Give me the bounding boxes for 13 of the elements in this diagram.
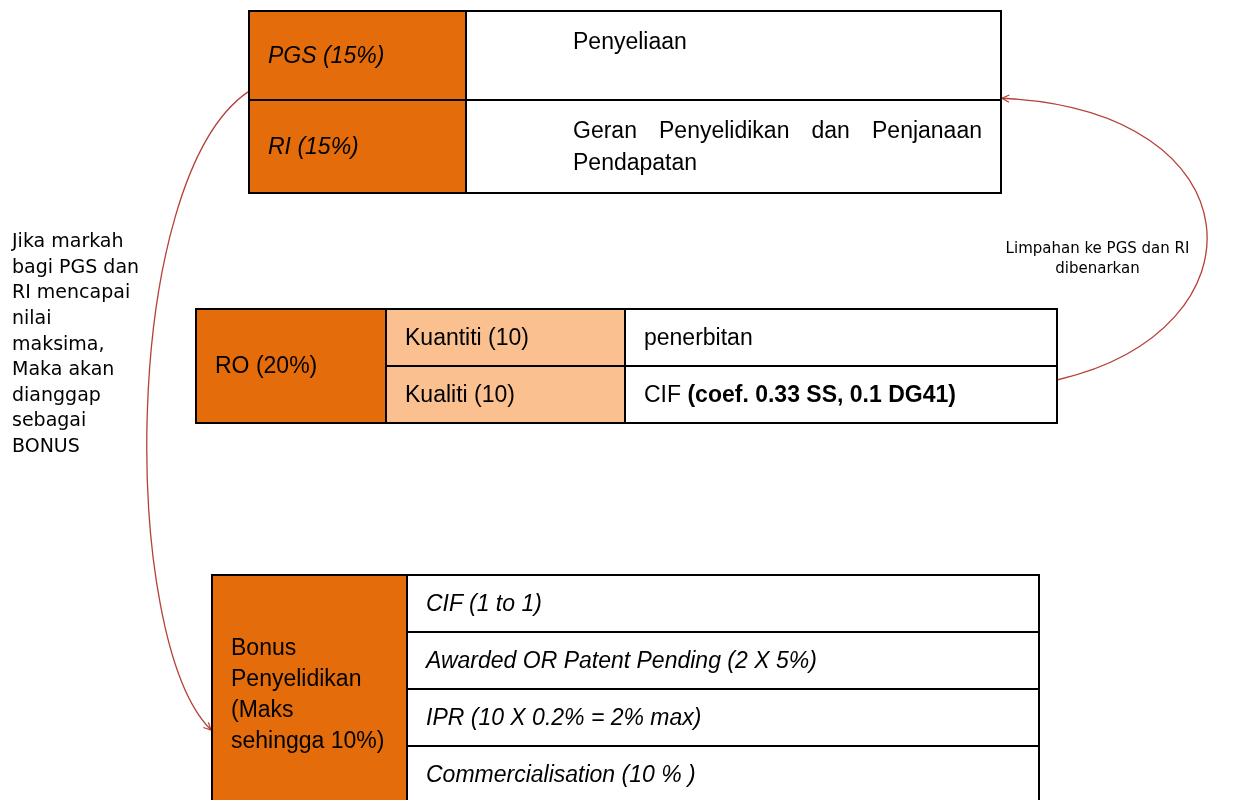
table-cell: RI (15%) (248, 99, 467, 194)
table-cell: Kuantiti (10) (385, 308, 626, 367)
table-cell: penerbitan (624, 308, 1058, 367)
curved-arrow (146, 91, 249, 731)
table-cell: Geran Penyelidikan dan Penjanaan Pendapatan (465, 99, 1002, 194)
table-cell: Bonus Penyelidikan (Maks sehingga 10%) (211, 574, 408, 800)
table-cell: CIF (1 to 1) (406, 574, 1040, 633)
table-cell: RO (20%) (195, 308, 387, 424)
table-cell: CIF (coef. 0.33 SS, 0.1 DG41) (624, 365, 1058, 424)
curved-arrow (1001, 94, 1207, 381)
table-cell: PGS (15%) (248, 10, 467, 101)
table-cell: Kualiti (10) (385, 365, 626, 424)
table-cell: Penyeliaan (465, 10, 1002, 101)
